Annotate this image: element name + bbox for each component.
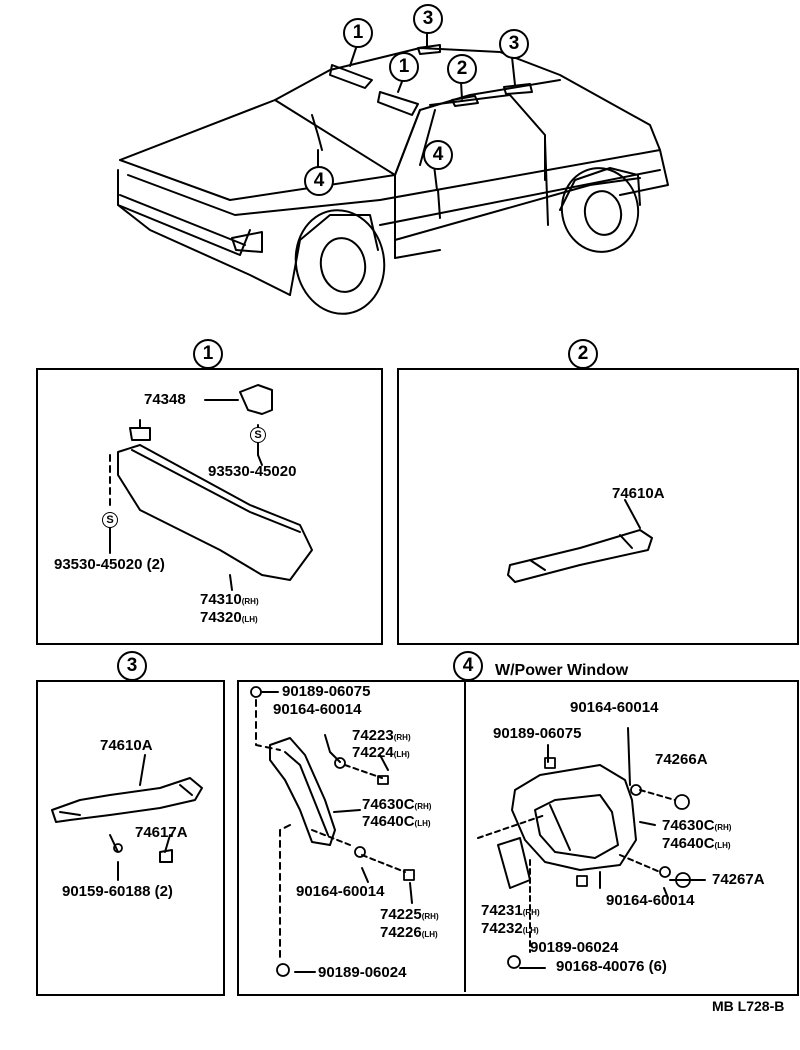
callout-2: 2 <box>447 54 477 84</box>
part-90164-60014-l: 90164-60014 <box>273 701 362 718</box>
part-74225: 74225(RH) <box>380 906 439 923</box>
part-74320: 74320(LH) <box>200 609 258 626</box>
part-74231: 74231(RH) <box>481 902 540 919</box>
part-93530-45020: 93530-45020 <box>208 463 297 480</box>
part-90164-60014-r2: 90164-60014 <box>606 892 695 909</box>
section-4-divider <box>464 680 466 992</box>
part-74266A: 74266A <box>655 751 708 768</box>
part-93530-45020-2: 93530-45020 (2) <box>54 556 165 573</box>
section-3-panel <box>36 680 225 996</box>
part-74224: 74224(LH) <box>352 744 410 761</box>
armrest-drawing-left <box>255 691 413 973</box>
assist-grip-drawing-3 <box>51 754 203 881</box>
part-90164-60014-l2: 90164-60014 <box>296 883 385 900</box>
part-74630C-r: 74630C(RH) <box>662 817 732 834</box>
part-74617A: 74617A <box>135 824 188 841</box>
callout-3a: 3 <box>413 4 443 34</box>
car-illustration <box>117 32 669 315</box>
part-74348: 74348 <box>144 391 186 408</box>
part-74267A: 74267A <box>712 871 765 888</box>
part-90189-06024-l: 90189-06024 <box>318 964 407 981</box>
part-90189-06024-r: 90189-06024 <box>530 939 619 956</box>
part-90168-40076: 90168-40076 (6) <box>556 958 667 975</box>
part-74640C-r: 74640C(LH) <box>662 835 731 852</box>
callout-1b: 1 <box>389 52 419 82</box>
assist-grip-drawing-2 <box>507 499 653 583</box>
part-90189-06075-r: 90189-06075 <box>493 725 582 742</box>
sun-visor-drawing <box>109 384 313 591</box>
figure-code: MB L728-B <box>712 998 785 1014</box>
section-2-panel <box>397 368 799 645</box>
section-3-header: 3 <box>117 651 147 681</box>
part-74610A-s2: 74610A <box>612 485 665 502</box>
section-4-header: 4 <box>453 651 483 681</box>
armrest-drawing-right <box>477 727 706 969</box>
callout-3b: 3 <box>499 29 529 59</box>
s-mark-1: S <box>250 427 266 443</box>
part-74630C-l: 74630C(RH) <box>362 796 432 813</box>
section-4-title: W/Power Window <box>495 662 629 679</box>
part-74640C-l: 74640C(LH) <box>362 813 431 830</box>
callout-4a: 4 <box>304 166 334 196</box>
part-90164-60014-r: 90164-60014 <box>570 699 659 716</box>
s-mark-2: S <box>102 512 118 528</box>
part-74232: 74232(LH) <box>481 920 539 937</box>
part-74610A-s3: 74610A <box>100 737 153 754</box>
fasteners <box>113 686 691 977</box>
section-4-panel <box>237 680 799 996</box>
part-90189-06075-l: 90189-06075 <box>282 683 371 700</box>
section-1-panel <box>36 368 383 645</box>
section-1-header: 1 <box>193 339 223 369</box>
part-74226: 74226(LH) <box>380 924 438 941</box>
callout-4b: 4 <box>423 140 453 170</box>
part-90159-60188: 90159-60188 (2) <box>62 883 173 900</box>
section-2-header: 2 <box>568 339 598 369</box>
part-74310: 74310(RH) <box>200 591 259 608</box>
part-74223: 74223(RH) <box>352 727 411 744</box>
callout-1a: 1 <box>343 18 373 48</box>
